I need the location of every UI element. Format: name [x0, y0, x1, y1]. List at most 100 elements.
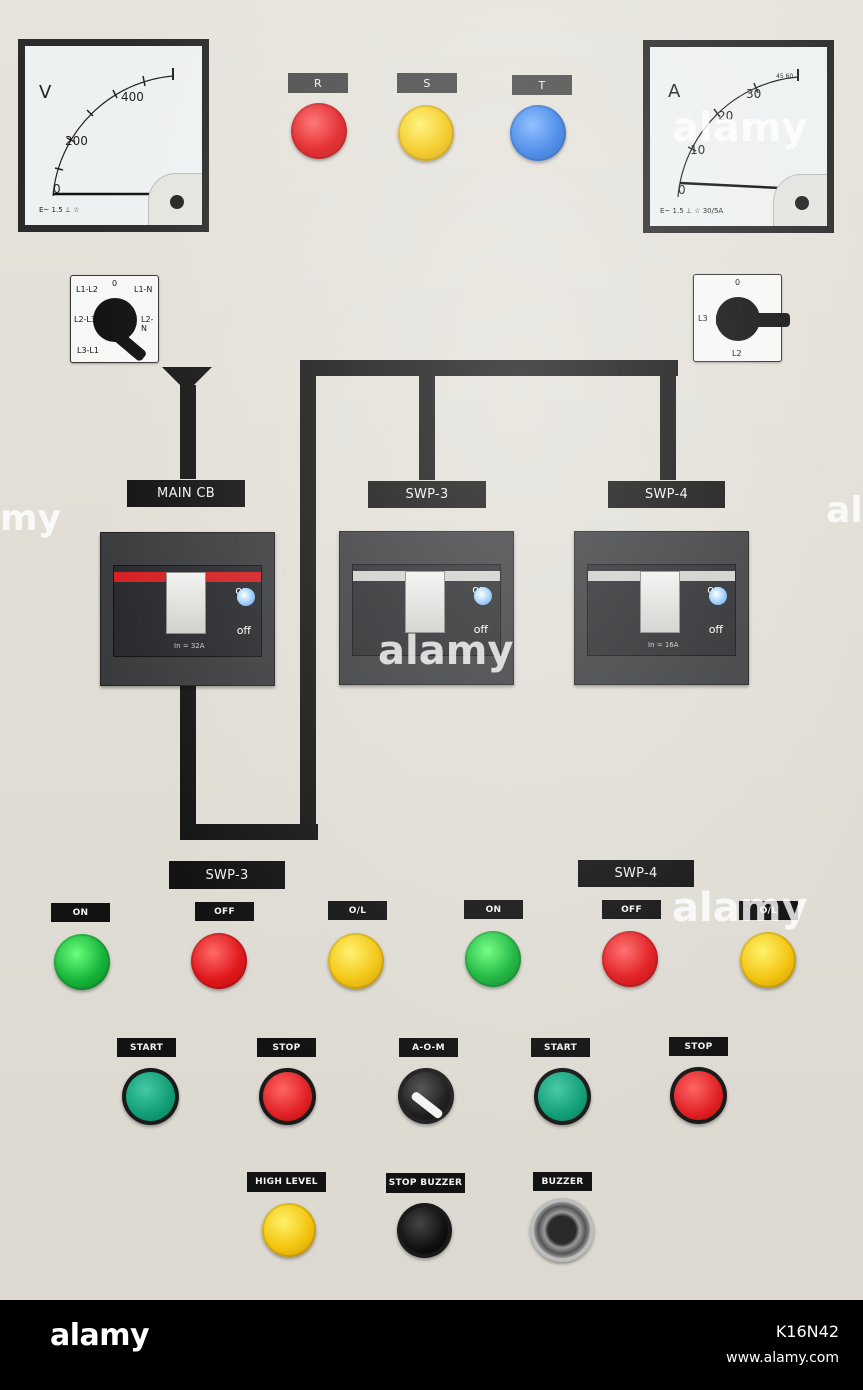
watermark-left-edge: my — [0, 498, 61, 539]
ammeter: A 30 20 10 0 45 60 E~ 1.5 ⊥ ☆ 30/5A — [643, 40, 834, 233]
swp4-breaker-label: SWP-4 — [608, 481, 725, 508]
swp4-breaker-rating: In = 16A — [648, 641, 679, 649]
selector-pos-l3-l1: L3-L1 — [77, 346, 99, 355]
phase-t-label: T — [512, 75, 572, 95]
swp4-overload-label: O/L — [739, 901, 798, 920]
high-level-label: HIGH LEVEL — [247, 1172, 326, 1192]
swp4-off-lamp — [602, 931, 658, 987]
swp4-stop-label: STOP — [669, 1037, 728, 1056]
ammeter-face: A 30 20 10 0 45 60 E~ 1.5 ⊥ ☆ 30/5A — [650, 47, 827, 226]
selector-pos-0: 0 — [112, 279, 118, 288]
buzzer-label: BUZZER — [533, 1172, 592, 1191]
ammeter-minor-ticks: 45 60 — [776, 73, 794, 80]
ammeter-selector-switch[interactable]: 0 L3 L2 — [693, 274, 790, 362]
buzzer-grille-icon — [534, 1202, 590, 1258]
swp4-start-button-cap — [538, 1072, 587, 1121]
swp4-on-lamp — [465, 931, 521, 987]
swp4-stop-button-cap — [674, 1071, 723, 1120]
phase-s-label: S — [397, 73, 457, 93]
swp3-stop-button-cap — [263, 1072, 312, 1121]
swp4-group-label: SWP-4 — [578, 860, 694, 887]
voltmeter-unit: V — [39, 82, 52, 103]
high-level-lamp — [262, 1203, 316, 1257]
ammeter-tick-30: 30 — [746, 87, 762, 101]
voltmeter-tick-0: 0 — [53, 182, 61, 196]
phase-s-lamp — [398, 105, 454, 161]
swp4-breaker-off-text: off — [708, 623, 723, 636]
swp3-group-label: SWP-3 — [169, 861, 285, 889]
swp3-on-lamp — [54, 934, 110, 990]
swp3-breaker-face: on off — [352, 564, 501, 656]
ammeter-selector-pos-l2: L2 — [732, 349, 742, 358]
swp3-off-lamp — [191, 933, 247, 989]
swp3-stop-label: STOP — [257, 1038, 316, 1057]
voltmeter-face: V 400 200 0 E~ 1.5 ⊥ ☆ — [25, 46, 202, 225]
voltmeter-tick-200: 200 — [65, 134, 88, 148]
ammeter-footer-text: E~ 1.5 ⊥ ☆ 30/5A — [660, 207, 724, 215]
swp3-breaker-label: SWP-3 — [368, 481, 486, 508]
ammeter-tick-0: 0 — [678, 183, 686, 197]
swp4-overload-lamp — [740, 932, 796, 988]
swp3-start-button-cap — [126, 1072, 175, 1121]
voltmeter-tick-400: 400 — [121, 90, 144, 104]
selector-pos-l2-l3: L2-L3 — [74, 315, 96, 324]
main-circuit-breaker[interactable]: on off In = 32A — [100, 532, 275, 686]
phase-r-lamp — [291, 103, 347, 159]
swp4-breaker-face: on off In = 16A — [587, 564, 736, 656]
swp4-circuit-breaker[interactable]: on off In = 16A — [574, 531, 749, 685]
selector-pos-l1-n: L1-N — [134, 285, 153, 294]
swp3-breaker-off-text: off — [473, 623, 488, 636]
main-cb-toggle[interactable] — [165, 572, 206, 634]
footer-image-id: K16N42 — [775, 1322, 839, 1341]
ammeter-tick-20: 20 — [718, 109, 734, 123]
aom-selector-label: A-O-M — [399, 1038, 458, 1057]
swp3-breaker-toggle[interactable] — [404, 571, 445, 633]
swp4-stop-button[interactable] — [670, 1067, 727, 1124]
swp4-start-label: START — [531, 1038, 590, 1057]
control-panel: V 400 200 0 E~ 1.5 ⊥ ☆ A 30 20 10 0 45 — [0, 0, 863, 1300]
selector-pos-l1-l2: L1-L2 — [76, 285, 98, 294]
phase-r-label: R — [288, 73, 348, 93]
swp3-breaker-hologram-icon — [474, 587, 492, 605]
watermark-mid-right: alamy — [672, 885, 808, 931]
swp3-start-label: START — [117, 1038, 176, 1057]
swp3-overload-lamp — [328, 933, 384, 989]
swp4-breaker-hologram-icon — [709, 587, 727, 605]
ammeter-selector-pos-0: 0 — [735, 278, 741, 287]
aom-selector-knob[interactable] — [398, 1068, 454, 1124]
footer-url: www.alamy.com — [726, 1350, 839, 1366]
swp4-off-label: OFF — [602, 900, 661, 919]
ammeter-unit: A — [668, 81, 681, 102]
swp4-start-button[interactable] — [534, 1068, 591, 1125]
buzzer — [530, 1198, 594, 1262]
swp3-on-label: ON — [51, 903, 110, 922]
voltmeter-zero-adjust[interactable] — [170, 195, 184, 209]
swp3-circuit-breaker[interactable]: on off — [339, 531, 514, 685]
swp3-stop-button[interactable] — [259, 1068, 316, 1125]
swp3-overload-label: O/L — [328, 901, 387, 920]
swp4-breaker-toggle[interactable] — [639, 571, 680, 633]
watermark-center: alamy — [378, 628, 514, 674]
voltmeter-selector-switch[interactable]: L1-L2 0 L1-N L2-L3 L2-N L3-L1 — [70, 275, 159, 363]
main-cb-face: on off In = 32A — [113, 565, 262, 657]
main-cb-off-text: off — [236, 624, 251, 637]
stop-buzzer-button[interactable] — [397, 1203, 452, 1258]
ammeter-selector-handle[interactable] — [716, 313, 790, 327]
phase-t-lamp — [510, 105, 566, 161]
watermark-right-edge: al — [826, 490, 863, 531]
swp3-off-label: OFF — [195, 902, 254, 921]
voltmeter-footer-text: E~ 1.5 ⊥ ☆ — [39, 206, 80, 214]
main-cb-hologram-icon — [237, 588, 255, 606]
ammeter-zero-adjust[interactable] — [795, 196, 809, 210]
stop-buzzer-button-cap — [401, 1207, 448, 1254]
voltmeter: V 400 200 0 E~ 1.5 ⊥ ☆ — [18, 39, 209, 232]
selector-pos-l2-n: L2-N — [141, 315, 154, 333]
main-cb-label: MAIN CB — [127, 480, 245, 507]
stock-footer: alamy K16N42 www.alamy.com — [0, 1300, 863, 1390]
ammeter-selector-pos-l3: L3 — [698, 314, 708, 323]
swp4-on-label: ON — [464, 900, 523, 919]
stop-buzzer-label: STOP BUZZER — [386, 1173, 465, 1193]
ammeter-tick-10: 10 — [690, 143, 706, 157]
watermark-top-right: alamy — [672, 105, 808, 151]
swp3-start-button[interactable] — [122, 1068, 179, 1125]
